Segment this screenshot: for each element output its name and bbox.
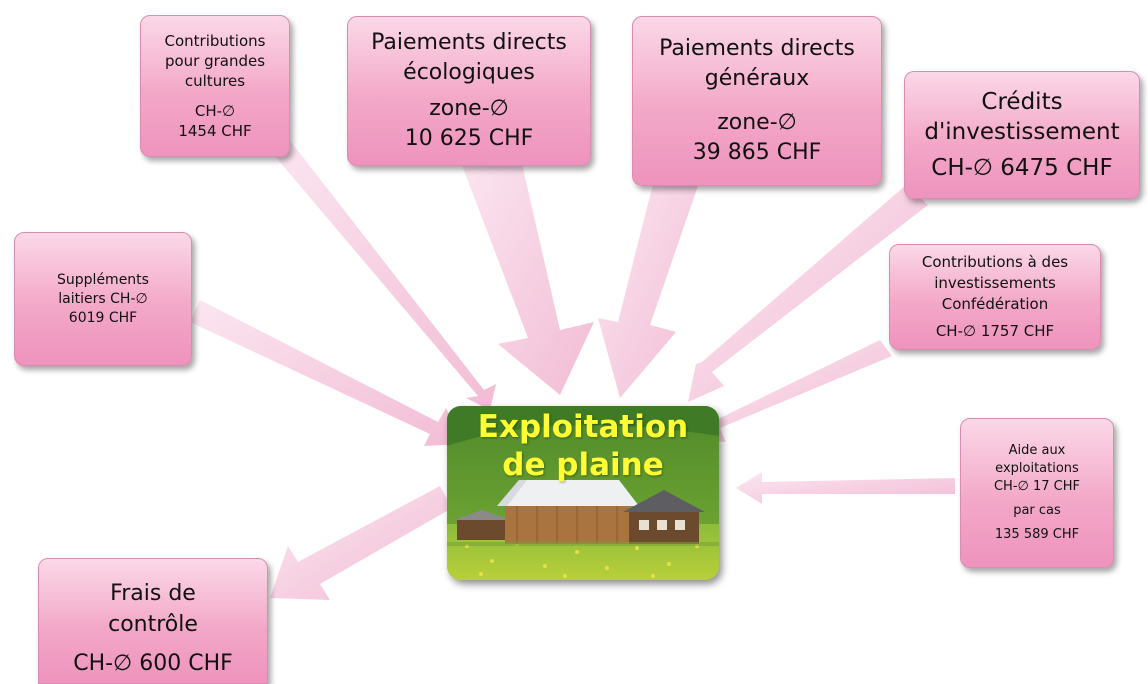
node-text: zone-∅ — [717, 110, 797, 135]
node-text: Paiements directs — [371, 30, 567, 55]
arrow-aide — [736, 472, 955, 504]
arrow-frais — [270, 486, 452, 600]
arrow-ecologiques — [458, 155, 594, 395]
node-amount: CH-∅ 6475 CHF — [931, 155, 1113, 181]
node-grandes-cultures: Contributions pour grandes cultures CH-∅… — [140, 15, 290, 157]
node-frais: Frais de contrôle CH-∅ 600 CHF — [38, 558, 268, 684]
node-amount: 1454 CHF — [178, 122, 252, 140]
node-aide: Aide aux exploitations CH-∅ 17 CHF par c… — [960, 418, 1114, 568]
arrow-grandes-cultures — [268, 138, 496, 410]
node-text: CH-∅ — [194, 102, 236, 120]
node-text: Contributions à des — [921, 253, 1069, 271]
node-text: zone-∅ — [429, 96, 509, 121]
node-amount: CH-∅ 1757 CHF — [935, 322, 1055, 340]
node-text: Suppléments — [57, 271, 149, 288]
node-laitiers: Suppléments laitiers CH-∅ 6019 CHF — [14, 232, 192, 366]
node-text: Aide aux — [1008, 443, 1066, 458]
node-ecologiques: Paiements directs écologiques zone-∅ 10 … — [347, 16, 591, 166]
node-amount: 135 589 CHF — [994, 527, 1080, 542]
node-text: cultures — [184, 72, 246, 90]
node-text: investissements — [934, 274, 1056, 292]
arrow-credits — [688, 185, 928, 402]
node-amount: 10 625 CHF — [404, 126, 534, 151]
node-text: laitiers CH-∅ — [58, 290, 148, 307]
node-text: écologiques — [403, 60, 535, 85]
node-generaux: Paiements directs généraux zone-∅ 39 865… — [632, 16, 882, 186]
node-investissements: Contributions à des investissements Conf… — [889, 244, 1101, 350]
center-title-line2: de plaine — [502, 447, 664, 483]
node-text: Frais de — [110, 581, 196, 606]
farm-image — [447, 406, 719, 580]
node-text: CH-∅ 17 CHF — [993, 479, 1080, 494]
node-text: d'investissement — [924, 119, 1120, 145]
node-text: exploitations — [995, 461, 1079, 476]
node-amount: CH-∅ 600 CHF — [73, 651, 233, 676]
node-text: contrôle — [108, 612, 198, 637]
center-title-line1: Exploitation — [477, 409, 689, 445]
arrow-investissements — [700, 340, 892, 442]
node-amount: 6019 CHF — [68, 309, 138, 326]
node-amount: 39 865 CHF — [692, 140, 822, 165]
node-text: par cas — [1013, 503, 1061, 518]
node-credits: Crédits d'investissement CH-∅ 6475 CHF — [904, 71, 1140, 199]
node-text: Confédération — [941, 295, 1049, 313]
arrow-laitiers — [190, 300, 464, 446]
node-text: Contributions — [164, 32, 266, 50]
node-text: pour grandes — [164, 52, 266, 70]
node-text: généraux — [704, 66, 810, 91]
node-text: Paiements directs — [659, 36, 855, 61]
arrow-generaux — [598, 180, 700, 398]
center-farm-node: Exploitation de plaine — [447, 406, 719, 580]
node-text: Crédits — [981, 89, 1063, 115]
